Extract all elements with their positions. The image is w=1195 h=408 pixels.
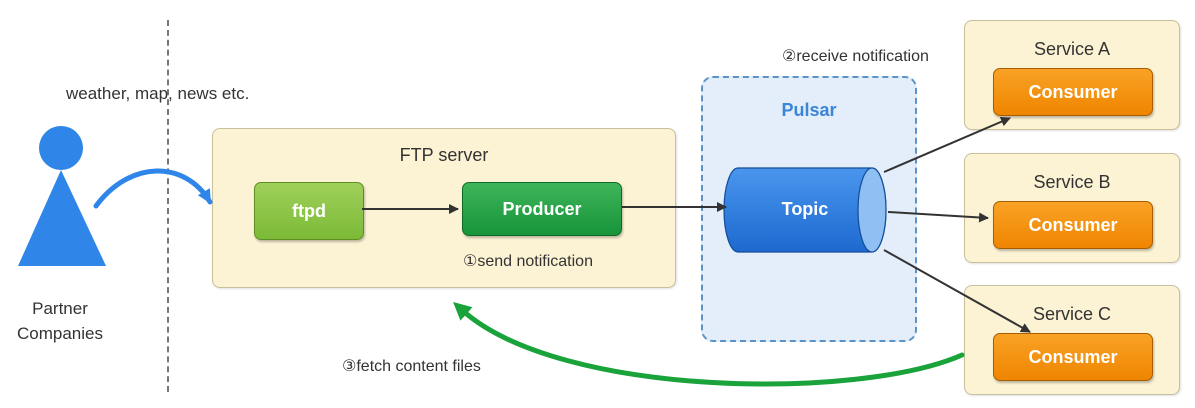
producer-node[interactable]: Producer	[462, 182, 622, 236]
partner-person-icon	[18, 126, 106, 266]
service-b-consumer[interactable]: Consumer	[993, 201, 1153, 249]
topic-to-service-a-arrow	[883, 116, 1011, 173]
service-c-consumer[interactable]: Consumer	[993, 333, 1153, 381]
topic-to-service-c-arrow	[883, 249, 1031, 333]
service-a-panel: Service A Consumer	[964, 20, 1180, 130]
service-b-panel: Service B Consumer	[964, 153, 1180, 263]
pulsar-title: Pulsar	[781, 100, 837, 120]
partner-label-line1: Partner	[32, 299, 88, 318]
partner-companies-label: Partner Companies	[4, 296, 116, 346]
ftp-server-panel: FTP server ftpd Producer ①send notificat…	[212, 128, 676, 288]
topic-to-service-b-arrow	[887, 211, 989, 223]
service-a-consumer[interactable]: Consumer	[993, 68, 1153, 116]
fetch-content-arrow	[453, 301, 965, 387]
weather-label: weather, map, news etc.	[66, 84, 250, 103]
service-c-panel: Service C Consumer	[964, 285, 1180, 395]
service-c-title: Service C	[1032, 304, 1112, 324]
partner-upload-arrow	[93, 168, 213, 209]
boundary-divider	[167, 20, 169, 392]
ftpd-node[interactable]: ftpd	[254, 182, 364, 240]
fetch-content-label: ③fetch content files	[342, 358, 481, 375]
service-b-title: Service B	[1033, 172, 1111, 192]
topic-cylinder-icon	[723, 167, 887, 253]
topic-label: Topic	[781, 199, 829, 219]
receive-notification-label: ②receive notification	[782, 48, 929, 65]
send-notification-label: ①send notification	[463, 253, 593, 270]
partner-label-line2: Companies	[17, 324, 103, 343]
service-a-title: Service A	[1033, 39, 1111, 59]
ftp-server-title: FTP server	[399, 145, 489, 165]
